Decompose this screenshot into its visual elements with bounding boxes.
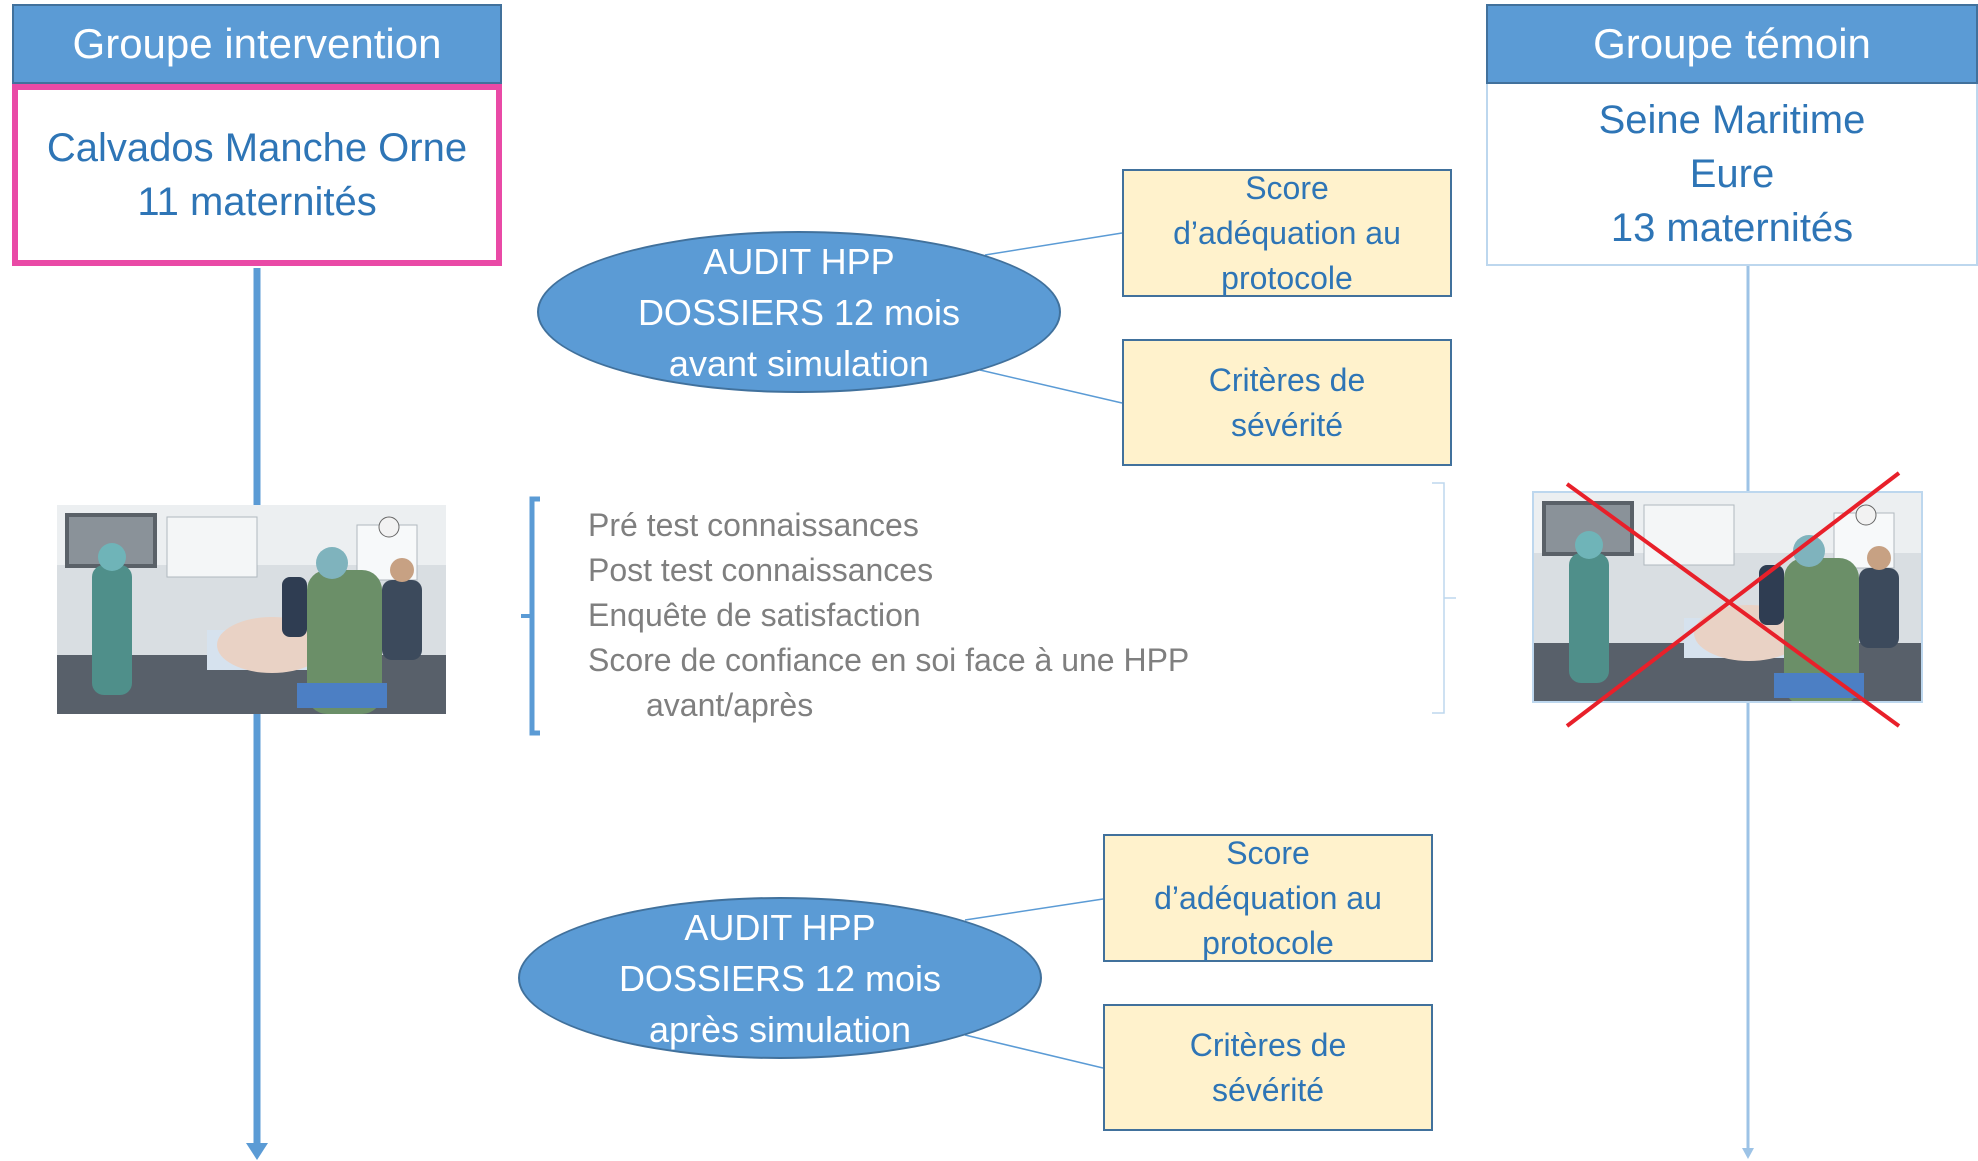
audit-before-line-1: AUDIT HPP bbox=[703, 240, 895, 282]
intervention-count-line: 11 maternités bbox=[137, 180, 377, 224]
audit-before-criteria-connector bbox=[979, 369, 1123, 404]
criteria-line-2: sévérité bbox=[1211, 1071, 1325, 1108]
intervention-region-line: Calvados Manche Orne bbox=[46, 126, 468, 170]
criteria-line-2: sévérité bbox=[1230, 406, 1344, 443]
score-line-2: d’adéquation au bbox=[1154, 879, 1382, 916]
criteria-line-1: Critères de bbox=[1189, 1026, 1347, 1063]
score-line-3: protocole bbox=[1202, 924, 1334, 961]
audit-after-line-3: après simulation bbox=[648, 1008, 912, 1050]
control-region-line-1: Seine Maritime bbox=[1598, 98, 1866, 142]
tests-right-brace bbox=[1432, 482, 1456, 714]
control-region-line-2: Eure bbox=[1689, 152, 1775, 196]
cross-line-1 bbox=[1565, 482, 1901, 728]
score-line-1: Score bbox=[1226, 834, 1310, 871]
control-group-box: Seine Maritime Eure 13 maternités bbox=[1486, 84, 1978, 266]
audit-before-ellipse: AUDIT HPP DOSSIERS 12 mois avant simulat… bbox=[537, 231, 1061, 393]
list-item: Post test connaissances bbox=[588, 552, 934, 588]
audit-before-line-3: avant simulation bbox=[668, 342, 930, 384]
audit-before-score-connector bbox=[984, 232, 1123, 256]
audit-after-score-connector bbox=[964, 898, 1104, 921]
simulation-tests-list: Pré test connaissances Post test connais… bbox=[588, 503, 1189, 728]
score-line-2: d’adéquation au bbox=[1173, 214, 1401, 251]
control-arrowhead bbox=[1742, 1148, 1754, 1159]
intervention-arrowhead bbox=[246, 1143, 268, 1160]
intervention-group-box: Calvados Manche Orne 11 maternités bbox=[12, 84, 502, 266]
audit-before-score-box: Score d’adéquation au protocole bbox=[1122, 169, 1452, 297]
audit-after-line-2: DOSSIERS 12 mois bbox=[618, 957, 942, 999]
score-line-3: protocole bbox=[1221, 259, 1353, 296]
list-item: Enquête de satisfaction bbox=[588, 597, 921, 633]
intervention-group-header-label: Groupe intervention bbox=[72, 20, 442, 67]
control-group-header: Groupe témoin bbox=[1486, 4, 1978, 84]
intervention-group-header: Groupe intervention bbox=[12, 4, 502, 84]
cross-line-2 bbox=[1565, 471, 1901, 728]
list-item: Pré test connaissances bbox=[588, 507, 919, 543]
list-item: avant/après bbox=[646, 687, 814, 723]
audit-after-score-box: Score d’adéquation au protocole bbox=[1103, 834, 1433, 962]
score-line-1: Score bbox=[1245, 169, 1329, 206]
control-group-header-label: Groupe témoin bbox=[1593, 20, 1871, 67]
audit-before-criteria-box: Critères de sévérité bbox=[1122, 339, 1452, 466]
list-item: Score de confiance en soi face à une HPP bbox=[588, 642, 1190, 678]
simulation-scene bbox=[57, 505, 446, 714]
criteria-line-1: Critères de bbox=[1208, 361, 1366, 398]
audit-after-ellipse: AUDIT HPP DOSSIERS 12 mois après simulat… bbox=[518, 897, 1042, 1059]
audit-after-criteria-box: Critères de sévérité bbox=[1103, 1004, 1433, 1131]
simulation-photo bbox=[57, 505, 446, 714]
audit-after-criteria-connector bbox=[964, 1034, 1104, 1069]
audit-before-line-2: DOSSIERS 12 mois bbox=[637, 291, 961, 333]
audit-after-line-1: AUDIT HPP bbox=[684, 906, 876, 948]
control-count-line: 13 maternités bbox=[1610, 206, 1854, 250]
